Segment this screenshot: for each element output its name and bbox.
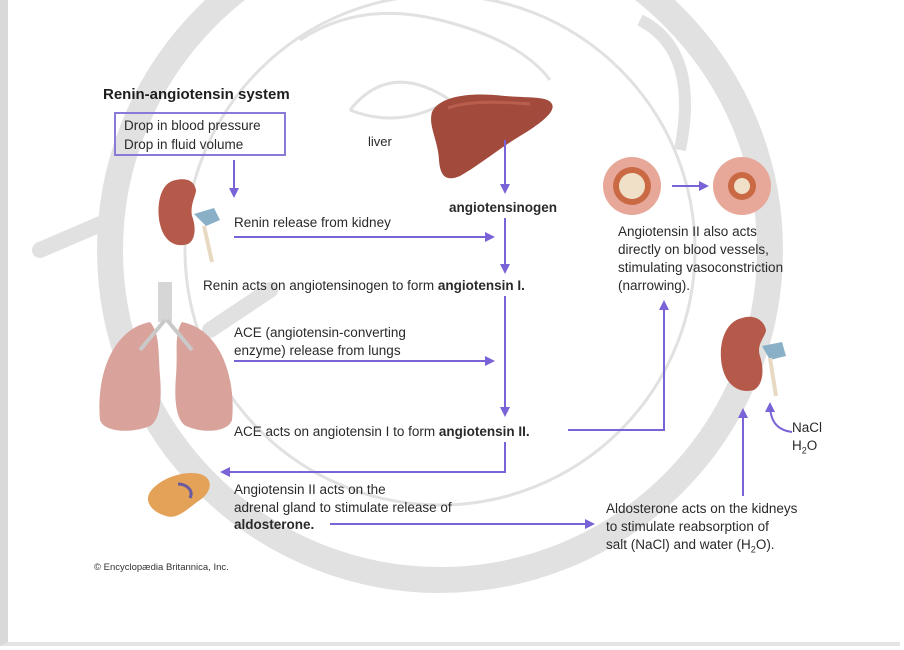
aldosterone-label: aldosterone. — [234, 516, 314, 533]
angiotensin-i-label: angiotensin I. — [438, 278, 525, 293]
blood-vessel-image-before — [603, 157, 661, 215]
trigger-box: Drop in blood pressure Drop in fluid vol… — [114, 112, 286, 156]
aldosterone-kidney-line-1: Aldosterone acts on the kidneys — [606, 500, 797, 517]
reabsorption-text-b: O). — [756, 537, 775, 552]
arrow-nacl-h2o — [770, 404, 792, 432]
adrenal-line-1: Angiotensin II acts on the — [234, 481, 386, 498]
h2o-o: O — [807, 438, 818, 453]
ace-release-line-2: enzyme) release from lungs — [234, 342, 401, 359]
angiotensinogen-label: angiotensinogen — [449, 199, 557, 216]
diagram-title: Renin-angiotensin system — [103, 86, 290, 103]
adrenal-line-2: adrenal gland to stimulate release of — [234, 499, 452, 516]
blood-vessel-image-after — [713, 157, 771, 215]
aldosterone-kidney-line-2: to stimulate reabsorption of — [606, 518, 769, 535]
copyright-notice: © Encyclopædia Britannica, Inc. — [94, 559, 229, 576]
vessels-line-3: stimulating vasoconstriction — [618, 259, 783, 276]
renin-acts-prefix: Renin acts on angiotensinogen to form — [203, 278, 438, 293]
arrow-angII-to-adrenal — [222, 442, 505, 472]
renin-acts-text: Renin acts on angiotensinogen to form an… — [203, 277, 525, 294]
trigger-line-2: Drop in fluid volume — [124, 136, 243, 153]
ace-acts-prefix: ACE acts on angiotensin I to form — [234, 424, 439, 439]
trigger-line-1: Drop in blood pressure — [124, 117, 261, 134]
renin-release-text: Renin release from kidney — [234, 214, 391, 231]
vessels-line-2: directly on blood vessels, — [618, 241, 769, 258]
arrow-angII-to-vessels — [568, 302, 664, 430]
reabsorption-text-a: salt (NaCl) and water (H — [606, 537, 751, 552]
kidney-image-top — [159, 179, 220, 262]
adrenal-gland-image — [148, 473, 210, 517]
liver-label: liver — [368, 133, 392, 150]
h2o-label: H2O — [792, 437, 817, 460]
ace-release-line-1: ACE (angiotensin-converting — [234, 324, 406, 341]
ace-acts-text: ACE acts on angiotensin I to form angiot… — [234, 423, 530, 440]
aldosterone-kidney-line-3: salt (NaCl) and water (H2O). — [606, 536, 775, 559]
nacl-label: NaCl — [792, 419, 822, 436]
vessels-line-4: (narrowing). — [618, 277, 690, 294]
vessels-line-1: Angiotensin II also acts — [618, 223, 757, 240]
h2o-h: H — [792, 438, 802, 453]
angiotensin-ii-label: angiotensin II. — [439, 424, 530, 439]
